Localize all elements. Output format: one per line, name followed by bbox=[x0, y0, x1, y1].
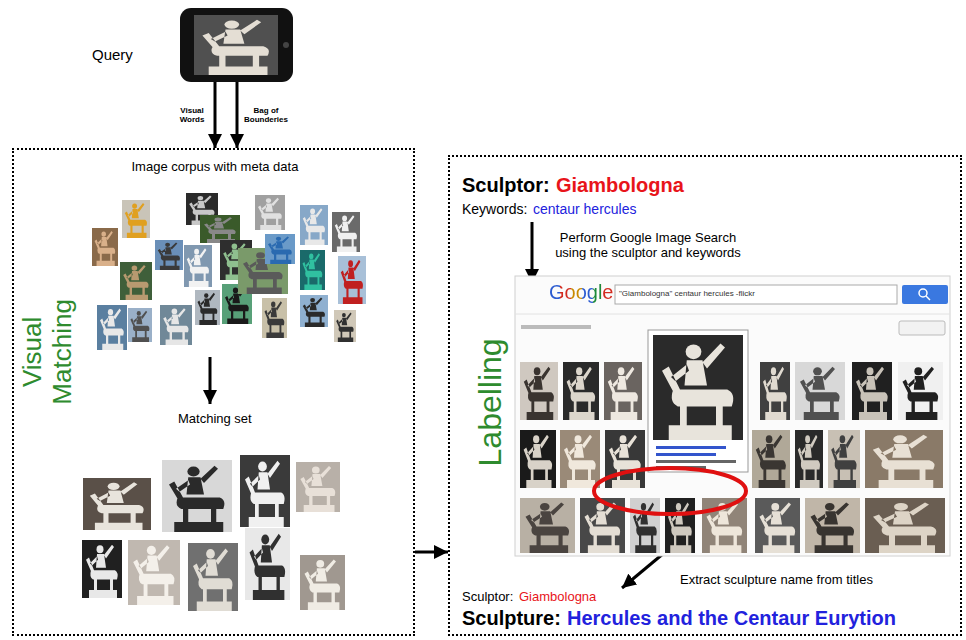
thumbnail-photo bbox=[828, 430, 860, 488]
thumbnail-photo bbox=[752, 430, 790, 488]
thumbnail-photo bbox=[665, 498, 695, 553]
thumbnail-photo bbox=[334, 310, 356, 342]
stage-title: Visual Matching bbox=[18, 292, 78, 412]
flow-arrow bbox=[531, 222, 534, 283]
thumbnail-photo bbox=[865, 430, 943, 488]
highlight-ellipse bbox=[594, 468, 746, 514]
edge-label: Visual Words bbox=[175, 106, 209, 124]
step-caption: Perform Google Image Search using the sc… bbox=[548, 231, 748, 261]
thumbnail-photo bbox=[520, 362, 558, 420]
sculptor-name: Giambologna bbox=[519, 590, 596, 605]
thumbnail-photo bbox=[92, 228, 118, 266]
thumbnail-photo bbox=[122, 200, 150, 238]
thumbnail-photo bbox=[82, 540, 122, 598]
query-label: Query bbox=[92, 46, 133, 63]
thumbnail-photo bbox=[160, 305, 192, 345]
field-name: Keywords: bbox=[462, 201, 527, 217]
phone-illustration bbox=[180, 8, 293, 82]
field-name: Sculpture: bbox=[462, 607, 561, 630]
keyword-value: centaur hercules bbox=[533, 201, 637, 217]
thumbnail-photo bbox=[563, 362, 599, 420]
thumbnail-photo bbox=[262, 298, 287, 338]
thumbnail-photo bbox=[755, 498, 800, 553]
sculptor-name: Giambologna bbox=[556, 174, 684, 197]
search-logo: Google bbox=[549, 281, 614, 304]
thumbnail-photo bbox=[300, 250, 325, 290]
labelling-panel: Sculptor:GiambolognaKeywords:centaur her… bbox=[448, 155, 962, 636]
thumbnail-photo bbox=[265, 234, 295, 264]
divider bbox=[515, 314, 950, 315]
step-caption: Matching set bbox=[178, 412, 252, 427]
thumbnail-photo bbox=[852, 362, 892, 420]
search-icon bbox=[919, 289, 927, 297]
step-caption: Image corpus with meta data bbox=[132, 160, 299, 175]
connector-arrow bbox=[236, 82, 239, 148]
thumbnail-photo bbox=[560, 430, 600, 488]
visual-matching-panel: Visual Matching Image corpus with meta da… bbox=[12, 148, 415, 636]
thumbnail-photo bbox=[865, 498, 945, 553]
thumbnail-photo bbox=[240, 455, 290, 527]
screenshot-frame bbox=[515, 276, 950, 556]
preview-text-bar bbox=[656, 460, 736, 463]
connector-arrow bbox=[415, 551, 448, 554]
thumbnail-photo bbox=[300, 205, 328, 245]
edge-label: Bag of Bounderies bbox=[243, 106, 289, 124]
thumbnail-photo bbox=[795, 362, 845, 420]
flow-arrow bbox=[209, 357, 212, 404]
phone-button bbox=[283, 42, 289, 48]
connector-arrow bbox=[214, 82, 217, 148]
thumbnail-photo bbox=[83, 478, 151, 530]
step-caption: Extract sculpture name from titles bbox=[680, 573, 873, 588]
stage-title: Labelling bbox=[472, 302, 509, 502]
search-screenshot bbox=[515, 276, 950, 556]
search-icon bbox=[926, 296, 930, 300]
safesearch-button bbox=[899, 321, 945, 335]
thumbnail-photo bbox=[245, 528, 290, 600]
thumbnail-photo bbox=[128, 308, 152, 342]
phone-body bbox=[180, 8, 293, 82]
thumbnail-photo bbox=[155, 240, 183, 270]
thumbnail-photo bbox=[184, 245, 212, 287]
field-name: Sculptor: bbox=[462, 590, 513, 605]
thumbnail-photo bbox=[120, 262, 152, 300]
thumbnail-photo bbox=[255, 195, 285, 230]
sculpture-name: Hercules and the Centaur Eurytion bbox=[567, 607, 896, 630]
thumbnail-photo bbox=[332, 212, 360, 252]
thumbnail-photo bbox=[188, 543, 238, 611]
thumbnail-photo bbox=[520, 430, 556, 488]
preview-photo bbox=[653, 335, 743, 440]
thumbnail-photo bbox=[760, 362, 790, 420]
thumbnail-photo bbox=[296, 462, 340, 512]
thumbnail-photo bbox=[128, 540, 180, 605]
preview-popup bbox=[648, 330, 748, 472]
thumbnail-photo bbox=[605, 430, 645, 488]
result-count-bar bbox=[521, 325, 591, 329]
thumbnail-photo bbox=[898, 362, 943, 420]
flow-arrow bbox=[622, 553, 664, 588]
thumbnail-photo bbox=[338, 256, 366, 304]
thumbnail-photo bbox=[200, 215, 240, 243]
search-button bbox=[902, 285, 948, 304]
thumbnail-photo bbox=[604, 362, 642, 420]
phone-device: Query bbox=[180, 8, 293, 82]
matching-set bbox=[82, 455, 345, 611]
search-input bbox=[615, 285, 897, 304]
search-query: "Giambologna" centaur hercules -flickr bbox=[619, 289, 755, 298]
thumbnail-photo bbox=[300, 555, 345, 610]
thumbnail-photo bbox=[795, 430, 823, 488]
image-corpus bbox=[92, 193, 366, 350]
thumbnail-photo bbox=[630, 498, 660, 553]
field-name: Sculptor: bbox=[462, 174, 550, 197]
thumbnail-photo bbox=[162, 460, 232, 532]
thumbnail-photo bbox=[195, 290, 220, 325]
thumbnail-photo bbox=[805, 498, 860, 553]
thumbnail-photo bbox=[520, 498, 575, 553]
thumbnail-photo bbox=[97, 305, 127, 350]
preview-title-bar bbox=[656, 446, 726, 449]
preview-title-bar bbox=[656, 453, 716, 456]
query-photo bbox=[194, 15, 278, 75]
thumbnail-photo bbox=[300, 295, 328, 327]
